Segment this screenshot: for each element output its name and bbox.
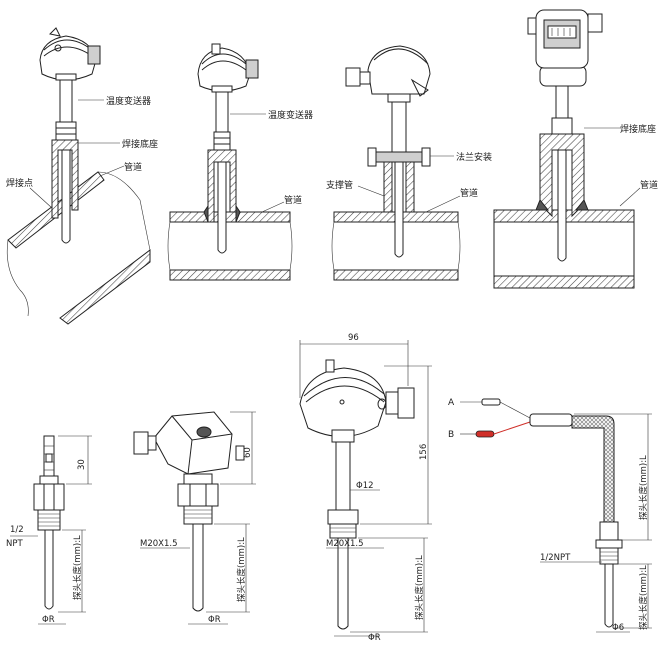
dim-diameter: ΦR [208, 615, 221, 625]
dim-height: 60 [243, 447, 253, 458]
wire-b-sleeve [475, 430, 495, 438]
dim-height: 156 [419, 444, 429, 460]
label-pipe: 管道 [284, 194, 302, 206]
dim-width: 96 [348, 333, 359, 343]
pipe-wall-bottom [169, 269, 291, 281]
label-weld-point: 焊接点 [6, 177, 33, 189]
dim-height: 30 [77, 459, 87, 470]
armored-cable [571, 415, 615, 523]
dim-stem-diameter: Φ12 [356, 481, 374, 491]
figure-large-head: 96 156 Φ12 M20X1.5 探头长度(mm):L ΦR [299, 333, 432, 643]
support-tube [383, 161, 393, 213]
figure-npt-sensor: 30 探头长度(mm):L 1/2 NPT ΦR [6, 435, 92, 625]
label-weld-seat: 焊接底座 [620, 123, 656, 135]
dim-thread-line1: 1/2 [10, 525, 24, 535]
figure-transmitter-weld-mount: 焊接底座 管道 [493, 9, 658, 289]
figure-m20-small-head: 60 探头长度(mm):L M20X1.5 ΦR [133, 411, 256, 625]
figure-armored-cable: A B 探头长度(mm):L 1/2NPT 探头长度(mm):L Φ6 [448, 398, 652, 633]
pipe-wall-bottom [333, 269, 459, 281]
dim-probe-length: 探头长度(mm):L [236, 537, 247, 602]
weld-seat [207, 149, 237, 223]
weld-seat [51, 139, 79, 219]
label-pipe: 管道 [124, 161, 142, 173]
label-support-tube: 支撑管 [326, 179, 353, 191]
dim-thread-line2: NPT [6, 539, 23, 549]
flange [371, 151, 427, 163]
figure-flange-mount: 法兰安装 支撑管 管道 [326, 45, 492, 281]
dim-thread: M20X1.5 [326, 539, 364, 549]
label-weld-seat: 焊接底座 [122, 138, 158, 150]
label-pipe: 管道 [640, 179, 658, 191]
figure-vertical-weld-mount: 温度变送器 管道 [167, 43, 313, 281]
label-transmitter: 温度变送器 [106, 95, 151, 107]
figure-angled-weld-mount: 温度变送器 焊接底座 管道 焊接点 [6, 27, 158, 325]
pipe-wall-top [169, 211, 291, 223]
label-pipe: 管道 [460, 187, 478, 199]
dim-probe-length: 探头长度(mm):L [72, 535, 83, 600]
dim-diameter: ΦR [42, 615, 55, 625]
dim-diameter: ΦR [368, 633, 381, 643]
dim-diameter: Φ6 [612, 623, 624, 633]
dim-thread: M20X1.5 [140, 539, 178, 549]
dim-thread: 1/2NPT [540, 553, 571, 563]
label-wire-b: B [448, 430, 454, 440]
label-wire-a: A [448, 398, 455, 408]
label-flange: 法兰安装 [456, 151, 492, 163]
dim-probe-length-upper: 探头长度(mm):L [638, 455, 649, 520]
dim-probe-length-lower: 探头长度(mm):L [638, 565, 649, 630]
pipe-wall-bottom [493, 275, 635, 289]
label-transmitter: 温度变送器 [268, 109, 313, 121]
dim-probe-length: 探头长度(mm):L [414, 555, 425, 620]
pipe-wall-lower [59, 248, 151, 325]
